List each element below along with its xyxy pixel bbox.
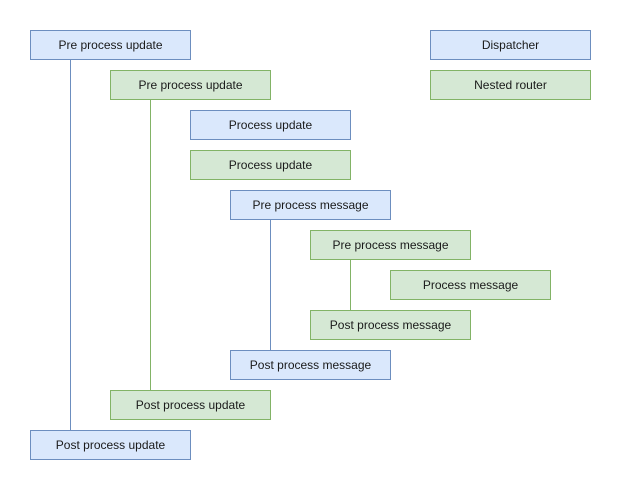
node-process-update-dispatcher[interactable]: Process update	[190, 110, 351, 140]
node-post-process-message-dispatcher[interactable]: Post process message	[230, 350, 391, 380]
node-post-process-update-nested-router[interactable]: Post process update	[110, 390, 271, 420]
node-pre-process-update-dispatcher[interactable]: Pre process update	[30, 30, 191, 60]
legend-item-dispatcher: Dispatcher	[430, 30, 591, 60]
node-post-process-message-nested-router[interactable]: Post process message	[310, 310, 471, 340]
node-process-update-nested-router[interactable]: Process update	[190, 150, 351, 180]
node-pre-process-message-nested-router[interactable]: Pre process message	[310, 230, 471, 260]
node-process-message-nested-router[interactable]: Process message	[390, 270, 551, 300]
connector-pre-post-process-message-nested-router	[350, 260, 351, 310]
connector-pre-post-process-message-dispatcher	[270, 220, 271, 350]
connector-pre-post-process-update-nested-router	[150, 100, 151, 390]
node-pre-process-message-dispatcher[interactable]: Pre process message	[230, 190, 391, 220]
node-post-process-update-dispatcher[interactable]: Post process update	[30, 430, 191, 460]
legend-item-nested-router: Nested router	[430, 70, 591, 100]
node-pre-process-update-nested-router[interactable]: Pre process update	[110, 70, 271, 100]
connector-pre-post-process-update-dispatcher	[70, 60, 71, 430]
